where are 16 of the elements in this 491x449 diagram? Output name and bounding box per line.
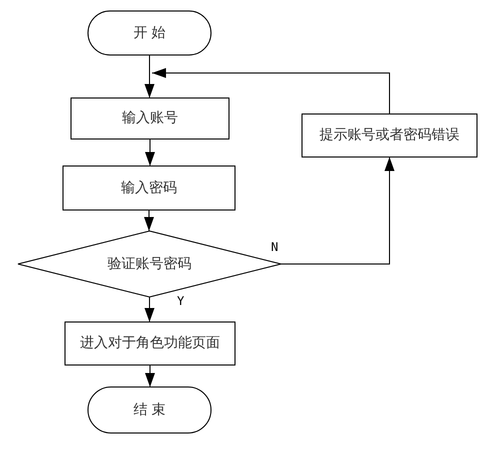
arrow [144,54,154,98]
node-label: 结 束 [133,400,166,420]
edge-label: Y [176,294,186,308]
node-label: 验证账号密码 [108,254,192,274]
node-label: 开 始 [133,24,166,42]
node-label: 输入账号 [122,109,178,128]
node-label: 输入密码 [121,178,177,198]
arrow [145,364,155,388]
arrow [144,296,154,322]
arrow [145,138,155,166]
arrow [152,68,390,114]
arrow [144,210,154,232]
node-label: 进入对于角色功能页面 [80,334,220,353]
arrow [280,156,394,264]
node-label: 提示账号或者密码错误 [320,126,460,145]
edge-label: N [270,240,280,254]
